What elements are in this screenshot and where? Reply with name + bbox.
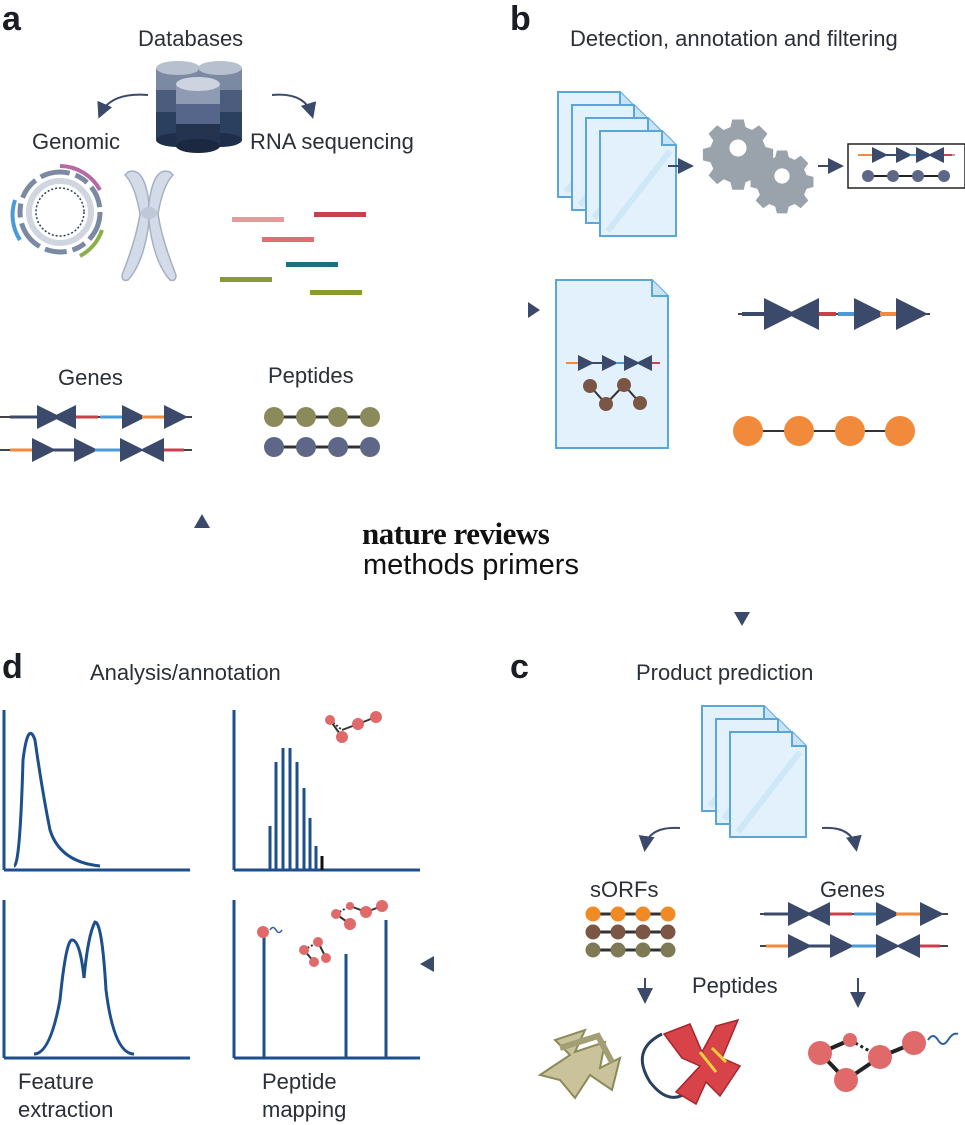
- chromatogram-peak-plot: [2, 710, 190, 872]
- document-stack-icon: [558, 92, 676, 236]
- arrow-to-genomic: [97, 93, 149, 119]
- panel-c: [537, 706, 959, 1106]
- databases-label: Databases: [138, 26, 244, 51]
- brand-line-2: methods primers: [363, 549, 579, 581]
- feature-label-1: Feature: [18, 1069, 94, 1094]
- mass-spectrum-plot: [232, 710, 420, 872]
- gear-icon: [702, 119, 814, 214]
- peptide-chain-b: [733, 416, 915, 446]
- genes-label-c: Genes: [820, 877, 885, 902]
- detection-title: Detection, annotation and filtering: [570, 26, 898, 51]
- rna-reads: [220, 212, 366, 295]
- panel-letter-c: c: [510, 648, 529, 686]
- sorfs-chains: [585, 906, 676, 958]
- panel-letter-d: d: [2, 648, 23, 686]
- peptides-chains-a: [264, 407, 380, 457]
- arrow-to-rna: [271, 93, 317, 119]
- plasmid-icon: [10, 164, 104, 258]
- panel-d: [2, 710, 420, 1060]
- panel-letter-b: b: [510, 0, 531, 38]
- panel-a: [0, 61, 380, 462]
- chromosome-icon: [121, 170, 177, 282]
- panel-b: [555, 92, 965, 449]
- analysis-title: Analysis/annotation: [90, 660, 281, 685]
- peptides-label-a: Peptides: [268, 363, 354, 388]
- document-stack-icon: [702, 706, 806, 837]
- protein-structure-icon: [537, 1028, 622, 1100]
- product-prediction-title: Product prediction: [636, 660, 814, 685]
- genes-tracks-a: [0, 405, 192, 462]
- sorfs-label: sORFs: [590, 877, 659, 902]
- panel-letter-a: a: [2, 0, 21, 38]
- genes-tracks-c: [760, 902, 948, 958]
- feature-label-2: extraction: [18, 1097, 114, 1122]
- double-peak-plot: [2, 900, 190, 1060]
- peptides-label-c: Peptides: [692, 973, 778, 998]
- mapping-label-1: Peptide: [262, 1069, 337, 1094]
- document-icon: [555, 279, 669, 449]
- filtered-result-box: [847, 143, 965, 189]
- database-icon: [156, 61, 242, 153]
- helix-icon: [640, 1018, 742, 1106]
- genomic-label: Genomic: [32, 129, 121, 154]
- cyclic-peptide-icon: [808, 1031, 959, 1092]
- peptide-mapping-plot: [232, 900, 420, 1060]
- rna-sequencing-label: RNA sequencing: [250, 129, 414, 154]
- mapping-label-2: mapping: [262, 1097, 347, 1122]
- brand-line-1: nature reviews: [362, 516, 550, 551]
- genes-label-a: Genes: [58, 365, 123, 390]
